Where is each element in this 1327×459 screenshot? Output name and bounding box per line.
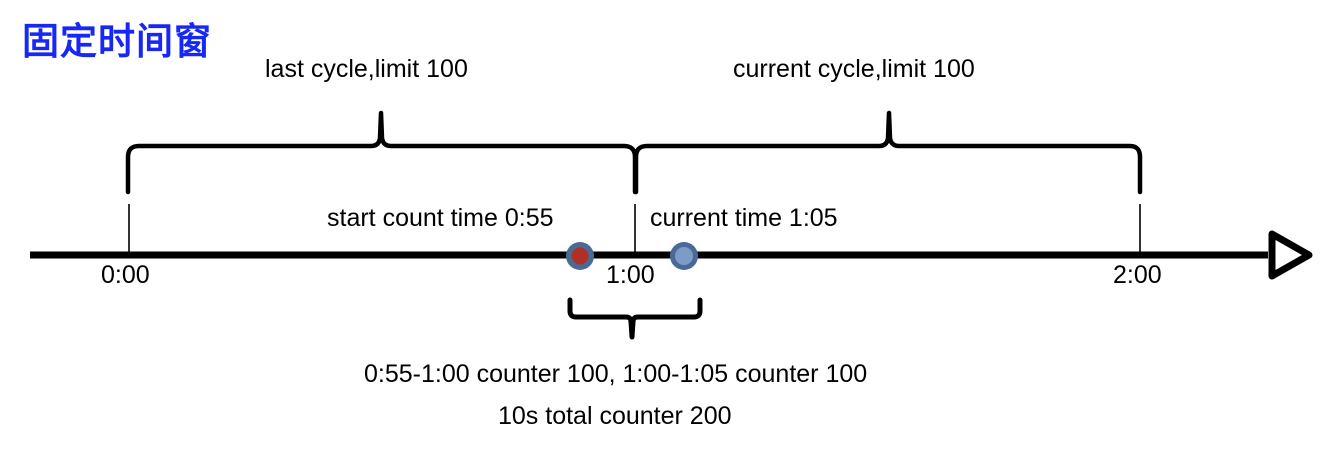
start-count-time-label: start count time 0:55 [327, 204, 554, 232]
axis-tick-label-1-00: 1:00 [606, 261, 655, 289]
last-cycle-brace [125, 110, 638, 195]
counter-summary-line-1: 0:55-1:00 counter 100, 1:00-1:05 counter… [364, 360, 868, 388]
arrow-right-triangle-icon [1268, 230, 1313, 280]
current-cycle-brace [633, 110, 1143, 195]
axis-tick-label-2-00: 2:00 [1113, 261, 1162, 289]
page-title: 固定时间窗 [22, 21, 212, 62]
current-time-marker [670, 242, 698, 270]
current-cycle-label: current cycle,limit 100 [733, 55, 975, 83]
last-cycle-label: last cycle,limit 100 [265, 55, 468, 83]
counter-summary-line-2: 10s total counter 200 [498, 402, 732, 430]
start-count-marker [566, 242, 594, 270]
counted-span-brace [567, 297, 703, 340]
axis-tick-label-0-00: 0:00 [101, 261, 150, 289]
current-time-label: current time 1:05 [650, 204, 838, 232]
